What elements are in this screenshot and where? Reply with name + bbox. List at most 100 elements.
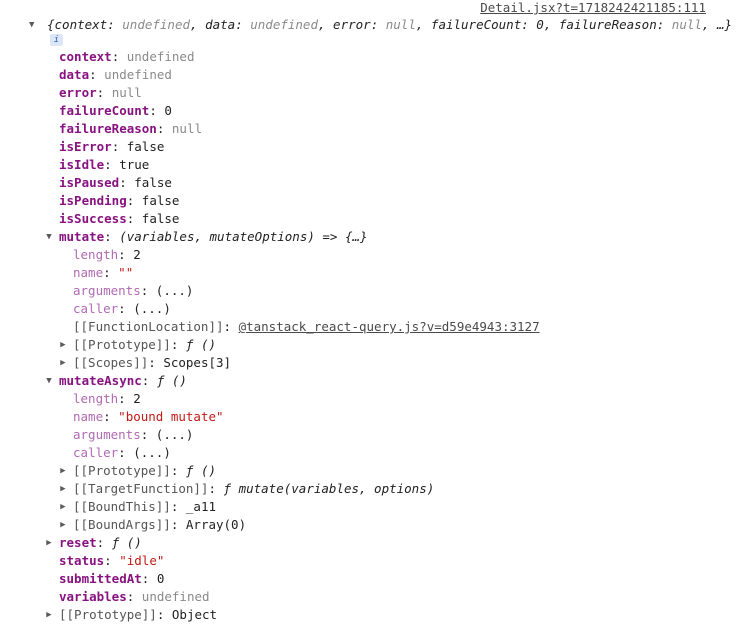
property-value: false xyxy=(126,139,165,154)
property-key: error xyxy=(59,85,97,100)
property-key: failureReason xyxy=(59,121,157,136)
property-row[interactable]: ▶[[BoundThis]]: _a11 xyxy=(0,498,745,516)
property-separator: : xyxy=(118,391,134,406)
property-row: isError: false xyxy=(0,138,745,156)
property-value: false xyxy=(141,193,180,208)
property-separator: : xyxy=(170,463,186,478)
property-row: variables: undefined xyxy=(0,588,745,606)
property-row[interactable]: ▶[[Scopes]]: Scopes[3] xyxy=(0,354,745,372)
property-value: false xyxy=(134,175,172,190)
property-content: length: 2 xyxy=(73,246,141,264)
property-value: undefined xyxy=(126,49,195,64)
property-content: failureReason: null xyxy=(59,120,202,138)
property-row: isIdle: true xyxy=(0,156,745,174)
property-row: status: "idle" xyxy=(0,552,745,570)
property-row[interactable]: ▶reset: ƒ () xyxy=(0,534,745,552)
property-content: isPaused: false xyxy=(59,174,172,192)
expand-arrow-right-icon[interactable]: ▶ xyxy=(46,610,52,620)
property-row: arguments: (...) xyxy=(0,282,745,300)
property-separator: : xyxy=(89,67,105,82)
preview-comma: , xyxy=(317,17,334,32)
property-row: isPaused: false xyxy=(0,174,745,192)
property-row: context: undefined xyxy=(0,48,745,66)
property-separator: : xyxy=(111,139,127,154)
property-key: length xyxy=(73,247,119,262)
preview-comma: , xyxy=(701,17,717,32)
property-key: status xyxy=(59,553,105,568)
property-separator: : xyxy=(119,175,135,190)
expand-arrow-right-icon[interactable]: ▶ xyxy=(60,502,66,512)
source-location-link[interactable]: Detail.jsx?t=1718242421185:111 xyxy=(480,0,706,15)
property-row[interactable]: ▶[[BoundArgs]]: Array(0) xyxy=(0,516,745,534)
property-value: 2 xyxy=(133,391,141,406)
preview-ellipsis: …} xyxy=(716,17,733,32)
function-location-link[interactable]: @tanstack_react-query.js?v=d59e4943:3127 xyxy=(238,319,540,334)
expand-arrow-right-icon[interactable]: ▶ xyxy=(60,358,66,368)
preview-comma: , xyxy=(415,17,431,32)
preview-separator: : xyxy=(521,17,537,32)
property-key: mutateAsync xyxy=(59,373,142,388)
property-content: [[FunctionLocation]]: @tanstack_react-qu… xyxy=(73,318,540,336)
property-row: name: "bound mutate" xyxy=(0,408,745,426)
preview-value: undefined xyxy=(250,17,318,32)
property-row: length: 2 xyxy=(0,390,745,408)
property-key: name xyxy=(73,265,104,280)
preview-value: null xyxy=(671,17,702,32)
expand-arrow-right-icon[interactable]: ▶ xyxy=(60,484,66,494)
property-row: length: 2 xyxy=(0,246,745,264)
expand-arrow-down-icon[interactable]: ▼ xyxy=(46,232,52,242)
expand-arrow-right-icon[interactable]: ▶ xyxy=(46,538,52,548)
property-key: isPending xyxy=(59,193,127,208)
property-content: status: "idle" xyxy=(59,552,164,570)
expand-arrow-down-icon[interactable]: ▼ xyxy=(29,20,35,30)
property-content: caller: (...) xyxy=(73,300,171,318)
property-content: [[TargetFunction]]: ƒ mutate(variables, … xyxy=(73,480,434,498)
property-row[interactable]: ▶[[Prototype]]: ƒ () xyxy=(0,462,745,480)
preview-key: context xyxy=(54,17,108,32)
property-key: failureCount xyxy=(59,103,150,118)
preview-comma: , xyxy=(190,17,206,32)
expand-arrow-down-icon[interactable]: ▼ xyxy=(46,376,52,386)
property-key: name xyxy=(73,409,104,424)
info-icon[interactable]: i xyxy=(50,34,63,46)
expand-arrow-right-icon[interactable]: ▶ xyxy=(60,466,66,476)
property-row[interactable]: ▶ [[TargetFunction]]: ƒ mutate(variables,… xyxy=(0,480,745,498)
preview-separator: : xyxy=(107,17,123,32)
property-value: "" xyxy=(118,265,134,280)
object-summary-row[interactable]: ▼ {context: undefined, data: undefined, … xyxy=(0,16,745,34)
property-row: error: null xyxy=(0,84,745,102)
property-value: ƒ () xyxy=(156,373,187,388)
property-row[interactable]: ▼mutate: (variables, mutateOptions) => {… xyxy=(0,228,745,246)
property-value: "idle" xyxy=(119,553,165,568)
property-row[interactable]: ▶[[Prototype]]: Object xyxy=(0,606,745,624)
preview-separator: : xyxy=(235,17,251,32)
property-separator: : xyxy=(96,535,112,550)
property-content: data: undefined xyxy=(59,66,172,84)
property-separator: : xyxy=(126,589,142,604)
property-value: (variables, mutateOptions) => {…} xyxy=(119,229,368,244)
property-row: failureReason: null xyxy=(0,120,745,138)
property-content: [[Prototype]]: ƒ () xyxy=(73,336,216,354)
preview-key: error xyxy=(333,17,371,32)
property-key: isError xyxy=(59,139,112,154)
property-separator: : xyxy=(141,373,157,388)
property-row: name: "" xyxy=(0,264,745,282)
property-value: (...) xyxy=(133,445,171,460)
property-row[interactable]: ▶ [[Prototype]]: ƒ () xyxy=(0,336,745,354)
property-separator: : xyxy=(118,445,134,460)
property-separator: : xyxy=(140,283,156,298)
expand-arrow-right-icon[interactable]: ▶ xyxy=(60,340,66,350)
property-content: failureCount: 0 xyxy=(59,102,172,120)
preview-key: data xyxy=(205,17,236,32)
property-content: isPending: false xyxy=(59,192,179,210)
property-separator: : xyxy=(118,247,134,262)
preview-separator: : xyxy=(656,17,672,32)
expand-arrow-right-icon[interactable]: ▶ xyxy=(60,520,66,530)
property-key: submittedAt xyxy=(59,571,142,586)
property-key: [[BoundThis]] xyxy=(73,499,171,514)
property-separator: : xyxy=(103,409,119,424)
property-row[interactable]: ▼ mutateAsync: ƒ () xyxy=(0,372,745,390)
property-separator: : xyxy=(170,517,186,532)
property-key: caller xyxy=(73,301,119,316)
property-key: context xyxy=(59,49,112,64)
